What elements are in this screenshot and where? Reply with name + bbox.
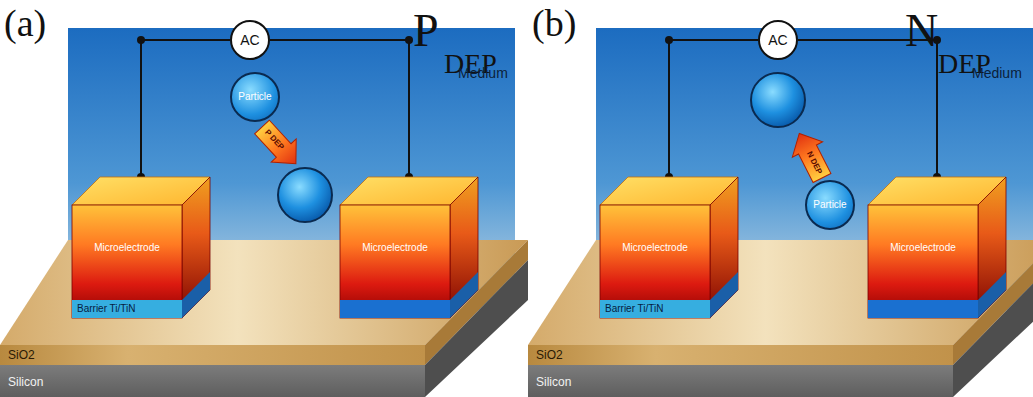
substrate-medium: [528, 28, 1033, 397]
microelectrode: Microelectrode: [340, 177, 478, 318]
dep-mode: N: [905, 8, 938, 54]
barrier-label: Barrier Ti/TiN: [77, 304, 136, 314]
barrier-layer: [72, 300, 182, 318]
source-label: AC: [240, 33, 259, 47]
ac-source: AC: [758, 20, 798, 60]
layer-label: SiO2: [8, 349, 35, 361]
electrode-front: [340, 205, 450, 318]
electrode-label: Microelectrode: [94, 243, 160, 253]
electrode-side: [450, 177, 478, 318]
barrier-layer: [710, 272, 738, 318]
particle: Particle: [230, 72, 280, 122]
electrode-side: [710, 177, 738, 318]
wire: [669, 40, 758, 177]
particle: [278, 168, 332, 222]
barrier-layer: [340, 300, 450, 318]
source-label: AC: [768, 33, 787, 47]
barrier-layer: [450, 272, 478, 318]
particle-label: Particle: [238, 92, 271, 102]
microelectrode: MicroelectrodeBarrier Ti/TiN: [72, 177, 210, 318]
dep-mode: P: [413, 8, 439, 54]
electrode-label: Microelectrode: [622, 243, 688, 253]
pdep-arrow: [250, 115, 309, 175]
wire-junction: [405, 36, 413, 44]
barrier-label: Barrier Ti/TiN: [605, 304, 664, 314]
wire: [141, 40, 230, 177]
barrier-layer: [868, 300, 978, 318]
ac-source: AC: [230, 20, 270, 60]
electrode-front: [72, 205, 182, 318]
microelectrode: MicroelectrodeBarrier Ti/TiN: [600, 177, 738, 318]
ndep-arrow: [784, 126, 837, 186]
layer-label: SiO2: [536, 349, 563, 361]
particle: Particle: [805, 180, 855, 230]
electrode-side: [182, 177, 210, 318]
microelectrode: Microelectrode: [868, 177, 1006, 318]
electrode-front: [600, 205, 710, 318]
particle-label: Particle: [813, 200, 846, 210]
wire-junction: [137, 36, 145, 44]
electrode-front: [868, 205, 978, 318]
electrode-side: [978, 177, 1006, 318]
layer-label: Silicon: [8, 376, 43, 388]
wire-junction: [665, 36, 673, 44]
barrier-layer: [600, 300, 710, 318]
substrate-medium: [0, 28, 528, 397]
layer-label: Silicon: [536, 376, 571, 388]
wire: [270, 40, 409, 177]
panel-letter: (b): [532, 4, 576, 42]
medium-label: Medium: [458, 66, 508, 80]
electrode-label: Microelectrode: [890, 243, 956, 253]
medium-label: Medium: [972, 66, 1022, 80]
wire: [798, 40, 937, 177]
panel-letter: (a): [4, 4, 46, 42]
particle: [751, 73, 805, 127]
electrode-label: Microelectrode: [362, 243, 428, 253]
barrier-layer: [182, 272, 210, 318]
barrier-layer: [978, 272, 1006, 318]
